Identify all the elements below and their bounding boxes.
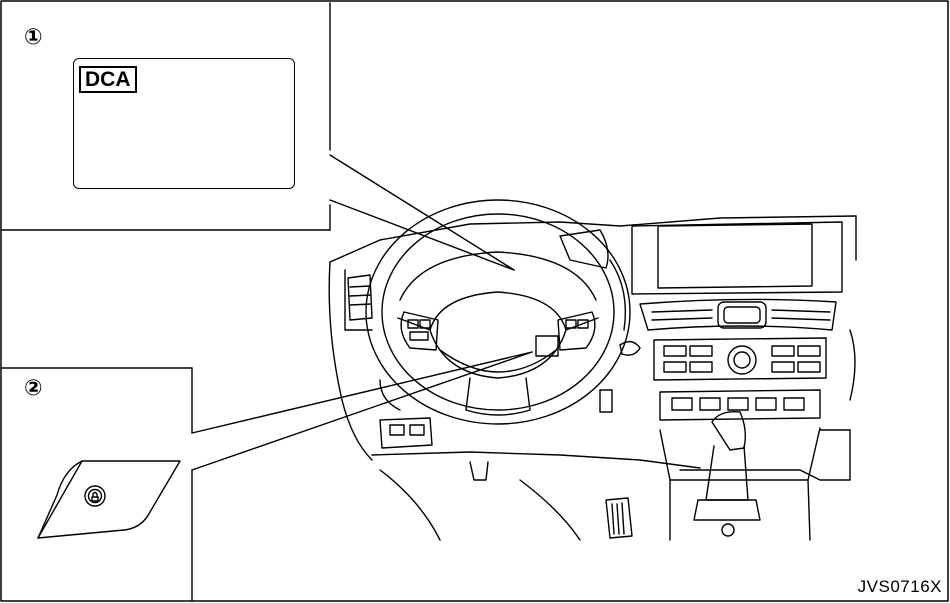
center-console (659, 411, 851, 541)
leader-line-2 (191, 351, 533, 471)
inset-panel-2 (1, 367, 193, 601)
accelerator-pedal (605, 497, 633, 539)
figure-code: JVS0716X (857, 577, 942, 596)
steering-wheel (365, 199, 631, 425)
leader-line-1 (329, 154, 515, 271)
inset-panel-1 (1, 2, 331, 231)
callout-number-1: ① (24, 25, 43, 50)
switch-closeup (37, 460, 181, 539)
floor-outline (379, 215, 857, 541)
callout-number-2: ② (24, 376, 43, 401)
dashboard-outline (328, 215, 857, 481)
meter-display-panel (73, 58, 295, 189)
dca-indicator-label: DCA (79, 66, 137, 93)
center-stack (631, 221, 843, 421)
